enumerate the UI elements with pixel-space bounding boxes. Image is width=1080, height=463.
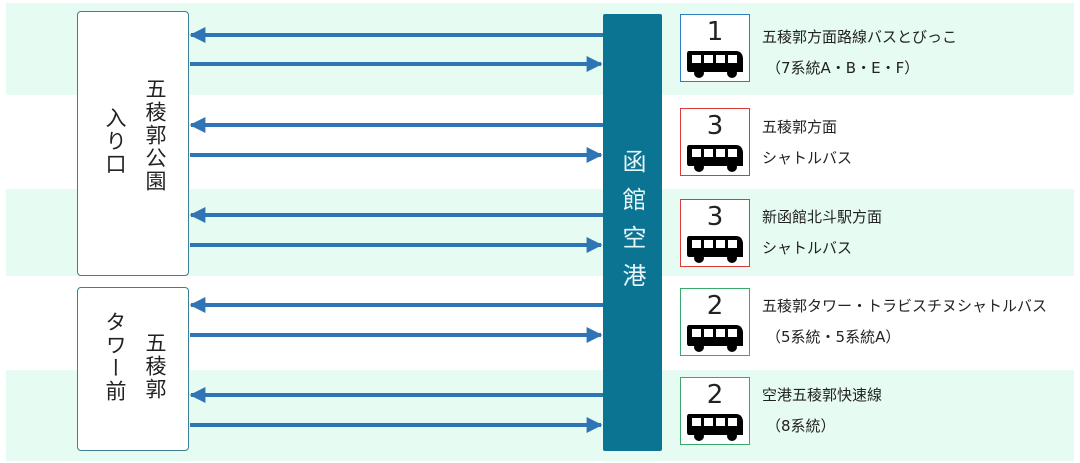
route-label: 五稜郭方面路線バスとびっこ （7系統A・B・E・F） — [762, 27, 957, 78]
stop-number: 3 — [706, 202, 724, 232]
route-detail: シャトルバス — [762, 149, 853, 167]
stop-number: 2 — [706, 291, 724, 321]
route-name: 五稜郭タワー・トラビスチヌシャトルバス — [762, 297, 1048, 315]
route-label: 五稜郭タワー・トラビスチヌシャトルバス （5系統・5系統A） — [762, 296, 1047, 347]
route-name: 五稜郭方面路線バスとびっこ — [762, 28, 958, 46]
bus-stop-badge: 3 — [680, 199, 750, 267]
route-detail: （8系統） — [766, 417, 836, 435]
bus-stop-badge: 2 — [680, 377, 750, 445]
stop-goryokaku-park: 五稜郭公園 入り口 — [77, 11, 189, 276]
route-detail: （7系統A・B・E・F） — [766, 59, 920, 77]
stop-name-main: 五稜郭 — [143, 332, 167, 401]
route-label: 新函館北斗駅方面シャトルバス — [762, 207, 882, 258]
stop-number: 1 — [706, 17, 724, 47]
hub-name: 函館空港 — [618, 149, 646, 301]
stop-name-sub: 入り口 — [103, 107, 127, 176]
route-name: 五稜郭方面 — [762, 118, 838, 136]
route-name: 空港五稜郭快速線 — [762, 386, 883, 404]
stop-name-sub: タワー前 — [103, 311, 127, 403]
bus-stop-badge: 1 — [680, 14, 750, 82]
bus-stop-badge: 2 — [680, 288, 750, 356]
route-name: 新函館北斗駅方面 — [762, 208, 883, 226]
route-label: 五稜郭方面シャトルバス — [762, 117, 852, 168]
route-detail: （5系統・5系統A） — [766, 328, 901, 346]
stop-number: 2 — [706, 380, 724, 410]
route-label: 空港五稜郭快速線 （8系統） — [762, 385, 882, 436]
bus-stop-badge: 3 — [680, 108, 750, 176]
stop-goryokaku-tower: 五稜郭 タワー前 — [77, 287, 189, 451]
hub-hakodate-airport: 函館空港 — [603, 14, 662, 451]
stop-number: 3 — [706, 111, 724, 141]
route-detail: シャトルバス — [762, 239, 853, 257]
stop-name-main: 五稜郭公園 — [143, 78, 167, 193]
